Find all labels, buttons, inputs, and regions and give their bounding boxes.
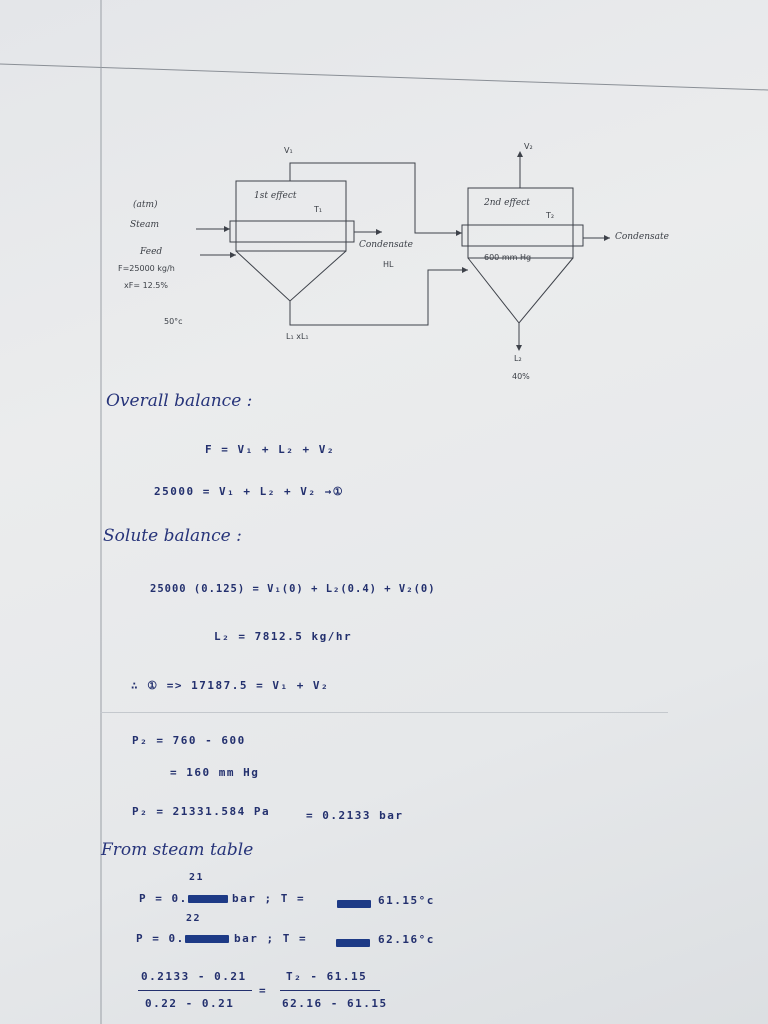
liquor1-label: L₁ xL₁ — [286, 332, 309, 341]
row2-pressure: P = 0. — [136, 933, 229, 944]
steam-table-heading: From steam table — [101, 840, 254, 860]
frac-right-bar — [280, 990, 380, 991]
vapor1-arrow — [456, 230, 462, 236]
row2-temp-redaction — [336, 938, 370, 947]
temp1-label: T₁ — [314, 205, 323, 214]
frac-equals: = — [259, 984, 268, 997]
condensate1-sub-label: HL — [383, 260, 394, 269]
feed-conc-label: xF= 12.5% — [124, 281, 168, 290]
effect1-label: 1st effect — [254, 191, 297, 201]
condensate1-arrow — [376, 229, 382, 235]
effect1-cone — [235, 250, 347, 302]
pressure-eq-3b: = 0.2133 bar — [306, 809, 404, 822]
vapor2-arrow — [517, 151, 523, 157]
effect2-label: 2nd effect — [484, 198, 530, 208]
row2-redaction — [184, 935, 229, 943]
condensate2-label: Condensate — [615, 232, 669, 242]
row1-redaction — [187, 895, 228, 903]
row1-overwrite: 21 — [189, 872, 205, 883]
feed-rate-label: F=25000 kg/h — [118, 264, 175, 273]
vapor2-label: V₂ — [524, 142, 533, 151]
condensate1-label: Condensate — [359, 240, 413, 250]
condensate2-arrow — [604, 235, 610, 241]
frac-right-numerator: T₂ - 61.15 — [286, 970, 368, 983]
top-rule — [0, 63, 768, 91]
pressure-eq-3a: P₂ = 21331.584 Pa — [132, 805, 271, 818]
row1-pressure-text: P = 0. — [139, 892, 188, 905]
solute-balance-heading: Solute balance : — [103, 526, 242, 546]
steam-prefix-label: (atm) — [133, 200, 158, 210]
overall-eq-2: 25000 = V₁ + L₂ + V₂ →① — [154, 485, 345, 498]
steam-label: Steam — [130, 220, 160, 230]
pressure2-label: 600 mm Hg — [484, 253, 532, 262]
solute-eq-1: 25000 (0.125) = V₁(0) + L₂(0.4) + V₂(0) — [150, 583, 436, 595]
liquor2-arrow — [516, 345, 522, 351]
liquor1-arrow — [462, 267, 468, 273]
liquor1-line — [289, 269, 468, 326]
temp2-label: T₂ — [546, 211, 555, 220]
frac-left-numerator: 0.2133 - 0.21 — [141, 970, 247, 983]
feed-label: Feed — [140, 247, 163, 257]
row2-temp-redaction-wrap — [336, 934, 370, 950]
row2-unit: bar ; T = — [234, 932, 308, 945]
frac-left-denominator: 0.22 - 0.21 — [145, 997, 235, 1010]
overall-balance-heading: Overall balance : — [106, 391, 253, 411]
row2-pressure-text: P = 0. — [136, 932, 185, 945]
frac-left-bar — [138, 990, 252, 991]
liquor2-conc-label: 40% — [512, 372, 530, 381]
vapor1-label: V₁ — [284, 146, 293, 155]
solute-eq-3: ∴ ① => 17187.5 = V₁ + V₂ — [131, 679, 330, 692]
solute-eq-2: L₂ = 7812.5 kg/hr — [214, 630, 353, 643]
row1-unit: bar ; T = — [232, 892, 306, 905]
liquor2-label: L₂ — [514, 354, 522, 363]
vapor1-line — [289, 162, 462, 234]
effect2-tube — [461, 224, 584, 247]
row1-temp-redaction — [337, 899, 371, 908]
effect1-tube — [229, 220, 355, 243]
row1-pressure: P = 0. — [139, 893, 228, 904]
pressure-eq-2: = 160 mm Hg — [170, 766, 260, 779]
pencil-rule — [100, 712, 668, 713]
row2-temp: 62.16°c — [378, 933, 435, 946]
row1-temp: 61.15°c — [378, 894, 435, 907]
effect2-cone — [467, 257, 574, 324]
row2-overwrite: 22 — [186, 913, 202, 924]
effect1-body — [235, 180, 347, 252]
steam-arrow — [224, 226, 230, 232]
row1-temp-redaction-wrap — [337, 895, 371, 911]
pressure-eq-1: P₂ = 760 - 600 — [132, 734, 246, 747]
overall-eq-1: F = V₁ + L₂ + V₂ — [205, 443, 335, 456]
feed-temp-label: 50°c — [164, 317, 183, 326]
frac-right-denominator: 62.16 - 61.15 — [282, 997, 388, 1010]
feed-arrow — [230, 252, 236, 258]
